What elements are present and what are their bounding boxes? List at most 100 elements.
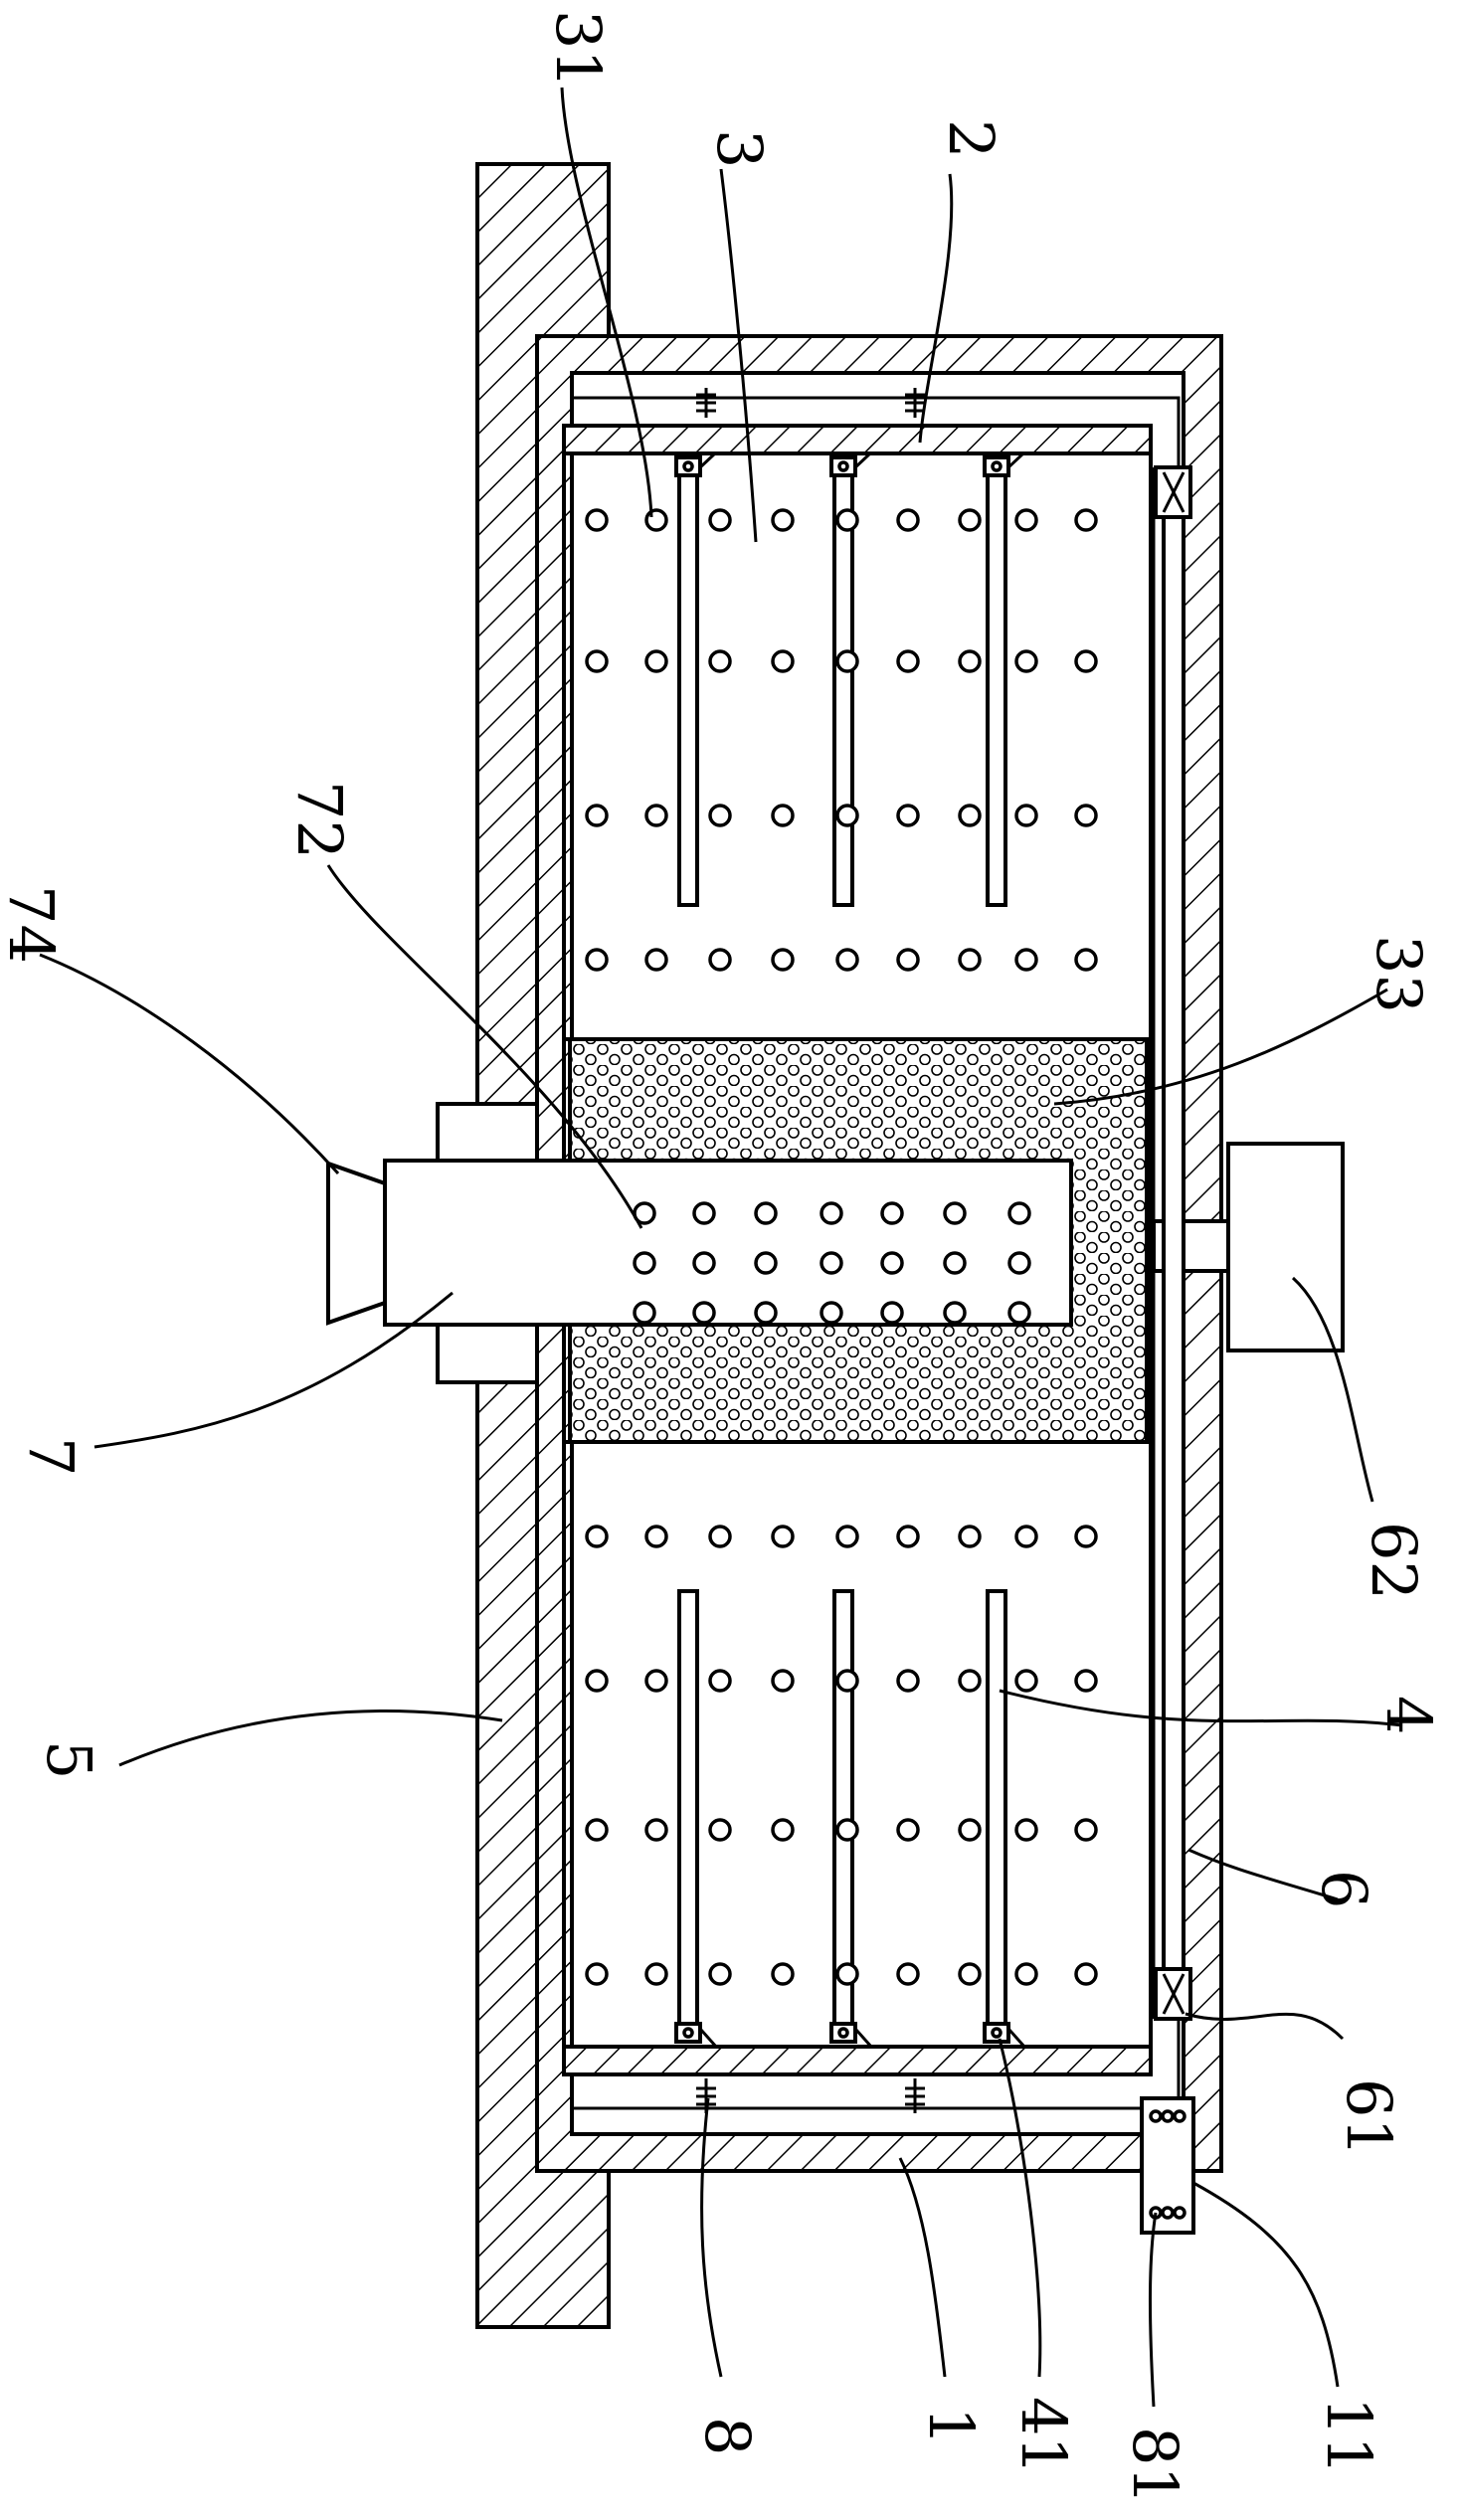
perforation-hole [898,1527,918,1546]
perforation-hole [1076,950,1096,970]
perforation-hole [773,1671,793,1691]
label-3: 3 [703,129,776,168]
perforation-hole [837,510,857,530]
funnel-74 [328,1164,385,1323]
perforation-hole [945,1303,965,1323]
perforation-hole [960,1671,980,1691]
perforation-hole [773,1527,793,1546]
perforation-hole [1016,1820,1036,1840]
perforation-hole [1009,1203,1029,1223]
perforation-hole [1076,1527,1096,1546]
perforation-hole [1009,1253,1029,1273]
perforation-hole [710,1671,730,1691]
perforation-hole [646,1964,666,1984]
label-2: 2 [935,119,1007,158]
label-11: 11 [1313,2397,1385,2475]
perforation-hole [1016,651,1036,671]
perforation-hole [646,651,666,671]
drive-rail-6 [1164,467,1184,2019]
perforation-hole [587,651,607,671]
perforation-hole [898,806,918,825]
perforation-hole [635,1303,654,1323]
label-74: 74 [0,885,68,964]
perforation-hole [773,510,793,530]
perforation-hole [882,1253,902,1273]
perforation-hole [587,1964,607,1984]
bearing-top-61 [1156,467,1190,517]
perforation-hole [1016,510,1036,530]
perforation-hole [837,1527,857,1546]
blade-lower-1-4 [679,1591,697,2029]
perforation-hole [773,1964,793,1984]
drive-box-62 [1228,1144,1343,1350]
perforation-hole [1009,1303,1029,1323]
label-81: 81 [1119,2427,1191,2505]
perforation-hole [756,1203,776,1223]
perforation-hole [710,1964,730,1984]
perforation-hole [837,1964,857,1984]
perforation-hole [898,1671,918,1691]
perforation-hole [710,1820,730,1840]
perforation-hole [960,651,980,671]
perforation-hole [837,950,857,970]
label-72: 72 [283,781,356,859]
label-41: 41 [1007,2397,1080,2475]
perforation-hole [821,1303,841,1323]
perforation-hole [898,1820,918,1840]
perforation-hole [646,806,666,825]
drum-top-plate-2 [564,426,1151,453]
perforation-hole [960,1964,980,1984]
perforation-hole [882,1303,902,1323]
perforation-hole [773,806,793,825]
perforation-hole [646,1820,666,1840]
label-7: 7 [15,1437,88,1476]
perforation-hole [587,1671,607,1691]
perforation-hole [898,1964,918,1984]
perforation-hole [587,806,607,825]
perforation-hole [756,1303,776,1323]
perforation-hole [710,950,730,970]
perforation-hole [1016,806,1036,825]
perforation-hole [1016,1527,1036,1546]
perforation-hole [837,651,857,671]
perforation-hole [710,806,730,825]
perforation-hole [960,950,980,970]
perforation-hole [898,510,918,530]
blade-upper-2-4 [834,467,852,905]
label-5: 5 [33,1740,105,1779]
perforation-hole [710,651,730,671]
blade-lower-3-4 [988,1591,1005,2029]
bearing-bottom-61 [1156,1969,1190,2019]
perforation-hole [773,651,793,671]
label-4: 4 [1372,1696,1445,1734]
blade-upper-1-4 [679,467,697,905]
blade-upper-3-4 [988,467,1005,905]
perforation-hole [1076,1820,1096,1840]
perforation-hole [1076,651,1096,671]
perforation-hole [1076,1671,1096,1691]
perforation-hole [960,1820,980,1840]
perforation-hole [1016,950,1036,970]
perforation-hole [945,1203,965,1223]
perforation-hole [773,950,793,970]
perforation-hole [646,1527,666,1546]
label-1: 1 [915,2407,988,2445]
perforation-hole [646,1671,666,1691]
label-31: 31 [542,10,615,89]
perforation-hole [710,1527,730,1546]
perforation-hole [1016,1671,1036,1691]
perforation-hole [1016,1964,1036,1984]
perforation-hole [587,950,607,970]
label-61: 61 [1333,2078,1405,2157]
drum-bottom-plate [564,2047,1151,2074]
perforation-hole [635,1253,654,1273]
perforation-hole [898,651,918,671]
perforation-hole [945,1253,965,1273]
perforation-hole [694,1203,714,1223]
perforation-hole [1076,806,1096,825]
perforation-hole [837,806,857,825]
perforation-hole [773,1820,793,1840]
perforation-hole [837,1671,857,1691]
perforation-hole [821,1203,841,1223]
